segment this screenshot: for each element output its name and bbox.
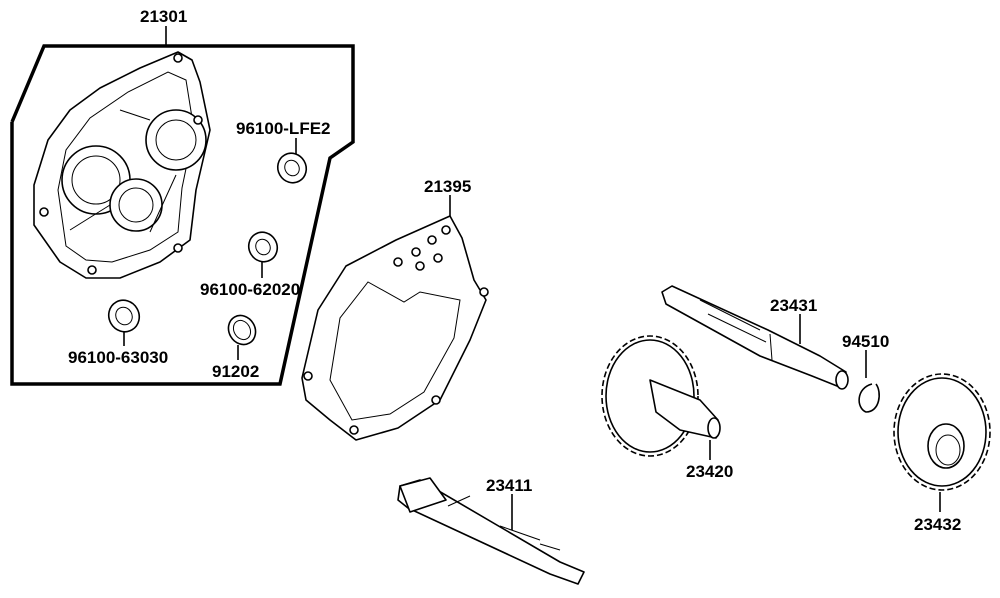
label-21395: 21395 — [424, 177, 471, 196]
transmission-case — [33, 51, 211, 279]
final-shaft — [661, 285, 849, 390]
label-91202: 91202 — [212, 362, 259, 381]
oil-seal — [227, 314, 257, 346]
bearing-63030 — [107, 299, 141, 333]
bearing-62020 — [247, 231, 279, 263]
counter-gear — [601, 335, 721, 457]
label-23420: 23420 — [686, 462, 733, 481]
label-94510: 94510 — [842, 332, 889, 351]
label-23431: 23431 — [770, 296, 817, 315]
drive-shaft — [397, 477, 585, 585]
gasket — [301, 215, 489, 441]
label-23432: 23432 — [914, 515, 961, 534]
label-96100-lfe2: 96100-LFE2 — [236, 119, 331, 138]
label-96100-62020: 96100-62020 — [200, 280, 300, 299]
bearing-lfe2 — [276, 152, 308, 184]
label-21301: 21301 — [140, 7, 187, 26]
label-23411: 23411 — [486, 476, 532, 495]
label-96100-63030: 96100-63030 — [68, 348, 168, 367]
final-gear — [893, 373, 991, 491]
circlip — [858, 383, 880, 413]
case-assembly-group-frame — [10, 44, 355, 386]
